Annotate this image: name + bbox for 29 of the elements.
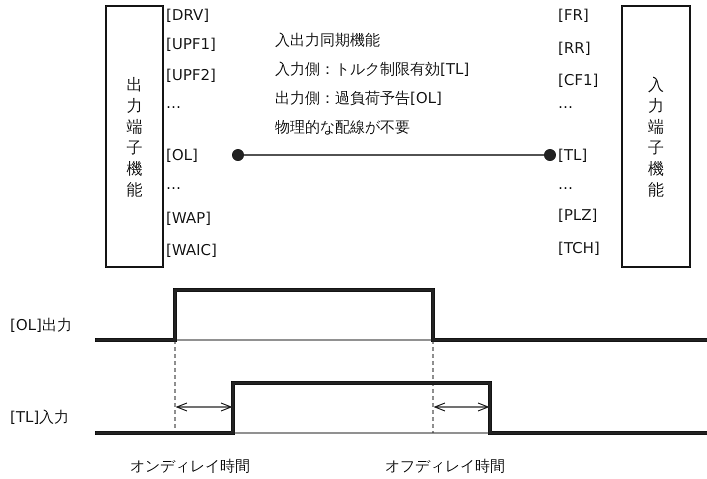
ellipsis: … <box>166 175 181 193</box>
signal-name: [TL]入力 <box>10 408 70 426</box>
note-text: 入出力同期機能 <box>275 31 380 49</box>
terminal-name: [TCH] <box>558 239 600 257</box>
note-text: 入力側：トルク制限有効[TL] <box>275 60 470 78</box>
terminal-name: [RR] <box>558 39 591 57</box>
terminal-name: [OL] <box>166 146 238 164</box>
terminal-name: [PLZ] <box>558 206 598 224</box>
signal-name: [OL]出力 <box>10 316 72 334</box>
connection-line <box>232 149 556 161</box>
function-title: 入力端子機能 <box>648 74 664 200</box>
note-text: 物理的な配線が不要 <box>275 118 410 136</box>
ellipsis: … <box>558 175 573 193</box>
ellipsis: … <box>558 94 573 112</box>
terminal-name: [WAP] <box>166 209 212 227</box>
terminal-name: [UPF2] <box>166 66 216 84</box>
terminal-name: [FR] <box>558 6 589 24</box>
function-title: 出力端子機能 <box>126 74 143 200</box>
ellipsis: … <box>166 94 181 112</box>
delay-label: オフディレイ時間 <box>385 457 505 475</box>
terminal-name: [TL] <box>558 146 598 164</box>
terminal-name: [CF1] <box>558 71 598 89</box>
delay-label: オンディレイ時間 <box>130 457 250 475</box>
function-box <box>105 5 164 268</box>
terminal-name: [WAIC] <box>166 241 217 259</box>
terminal-name: [DRV] <box>166 6 210 24</box>
note-text: 出力側：過負荷予告[OL] <box>275 89 442 107</box>
function-box <box>621 5 691 268</box>
terminal-name: [UPF1] <box>166 35 216 53</box>
